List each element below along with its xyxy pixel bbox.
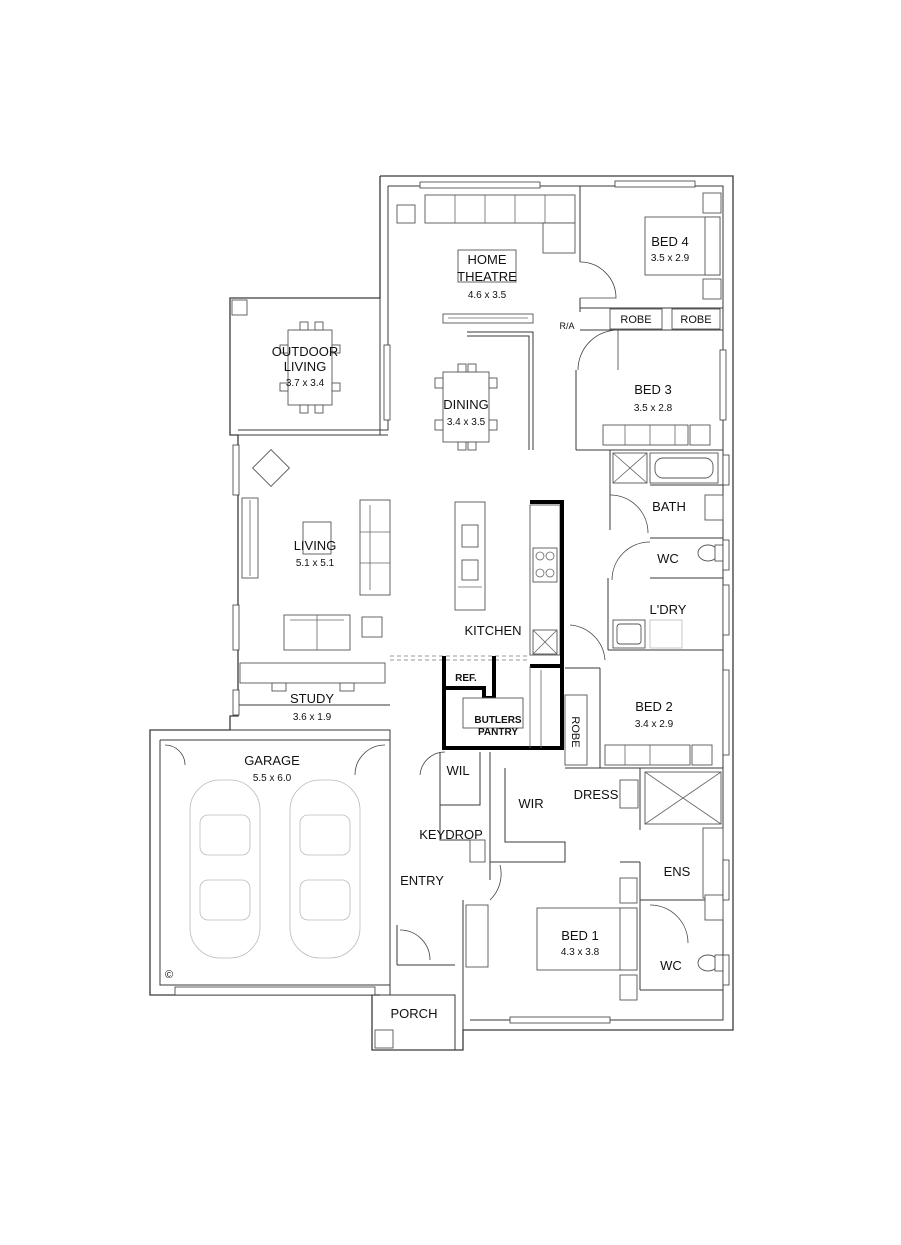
bed2-label: BED 2 bbox=[635, 699, 673, 714]
dining-dim: 3.4 x 3.5 bbox=[447, 417, 486, 428]
car-left bbox=[189, 779, 261, 959]
bed1-dim: 4.3 x 3.8 bbox=[561, 947, 600, 958]
bed2-furniture bbox=[604, 669, 730, 766]
bath-fixtures bbox=[609, 452, 730, 534]
bed2-dim: 3.4 x 2.9 bbox=[635, 719, 674, 730]
porch-label: PORCH bbox=[391, 1006, 438, 1021]
bed4-furniture bbox=[579, 180, 722, 300]
dress-label: DRESS bbox=[574, 787, 619, 802]
dining-label: DINING bbox=[443, 397, 489, 412]
bed4-dim: 3.5 x 2.9 bbox=[651, 253, 690, 264]
home-theatre-label-1: HOME bbox=[468, 252, 507, 267]
ldry-label: L'DRY bbox=[650, 602, 687, 617]
kitchen-area bbox=[390, 500, 564, 668]
butlers-label-1: BUTLERS bbox=[474, 715, 522, 726]
outdoor-living-label-2: LIVING bbox=[284, 359, 327, 374]
copyright-mark: © bbox=[165, 969, 173, 981]
entry-label: ENTRY bbox=[400, 873, 444, 888]
wc1-label: WC bbox=[657, 551, 679, 566]
ra-label: R/A bbox=[559, 321, 574, 331]
entry-porch bbox=[371, 751, 486, 1051]
wir-label: WIR bbox=[518, 796, 543, 811]
outdoor-living-area bbox=[229, 297, 381, 436]
garage-area bbox=[149, 729, 391, 996]
interior-walls bbox=[372, 186, 723, 1030]
home-theatre-dim: 4.6 x 3.5 bbox=[468, 290, 507, 301]
study-label: STUDY bbox=[290, 691, 334, 706]
bed1-label: BED 1 bbox=[561, 928, 599, 943]
outdoor-living-dim: 3.7 x 3.4 bbox=[286, 378, 325, 389]
laundry-fixtures bbox=[569, 584, 730, 661]
home-theatre-area bbox=[396, 181, 576, 450]
ensuite-fixtures bbox=[619, 771, 730, 986]
ens-label: ENS bbox=[664, 864, 691, 879]
dining-table bbox=[434, 363, 498, 451]
outdoor-living-label-1: OUTDOOR bbox=[272, 344, 338, 359]
robe2-label: ROBE bbox=[680, 314, 711, 326]
garage-dim: 5.5 x 6.0 bbox=[253, 773, 292, 784]
living-area bbox=[232, 434, 391, 651]
kitchen-label: KITCHEN bbox=[464, 623, 521, 638]
wc1-fixtures bbox=[611, 539, 730, 581]
keydrop-label: KEYDROP bbox=[419, 827, 483, 842]
wil-label: WIL bbox=[446, 763, 469, 778]
bed3-furniture bbox=[383, 329, 727, 446]
bed1-furniture bbox=[465, 864, 638, 1024]
home-theatre-label-2: THEATRE bbox=[457, 269, 517, 284]
bath-label: BATH bbox=[652, 499, 686, 514]
garage-label: GARAGE bbox=[244, 753, 300, 768]
car-right bbox=[289, 779, 361, 959]
robe3-label: ROBE bbox=[569, 716, 581, 747]
pantry-area bbox=[442, 656, 564, 750]
butlers-label-2: PANTRY bbox=[478, 727, 518, 738]
ref-label: REF. bbox=[455, 673, 477, 684]
robe1-label: ROBE bbox=[620, 314, 651, 326]
bed3-dim: 3.5 x 2.8 bbox=[634, 403, 673, 414]
wc2-label: WC bbox=[660, 958, 682, 973]
bed3-label: BED 3 bbox=[634, 382, 672, 397]
living-label: LIVING bbox=[294, 538, 337, 553]
room-labels: HOME THEATRE 4.6 x 3.5 BED 4 3.5 x 2.9 R… bbox=[165, 234, 712, 1021]
living-dim: 5.1 x 5.1 bbox=[296, 558, 335, 569]
study-area bbox=[232, 662, 386, 716]
bed4-label: BED 4 bbox=[651, 234, 689, 249]
study-dim: 3.6 x 1.9 bbox=[293, 712, 332, 723]
